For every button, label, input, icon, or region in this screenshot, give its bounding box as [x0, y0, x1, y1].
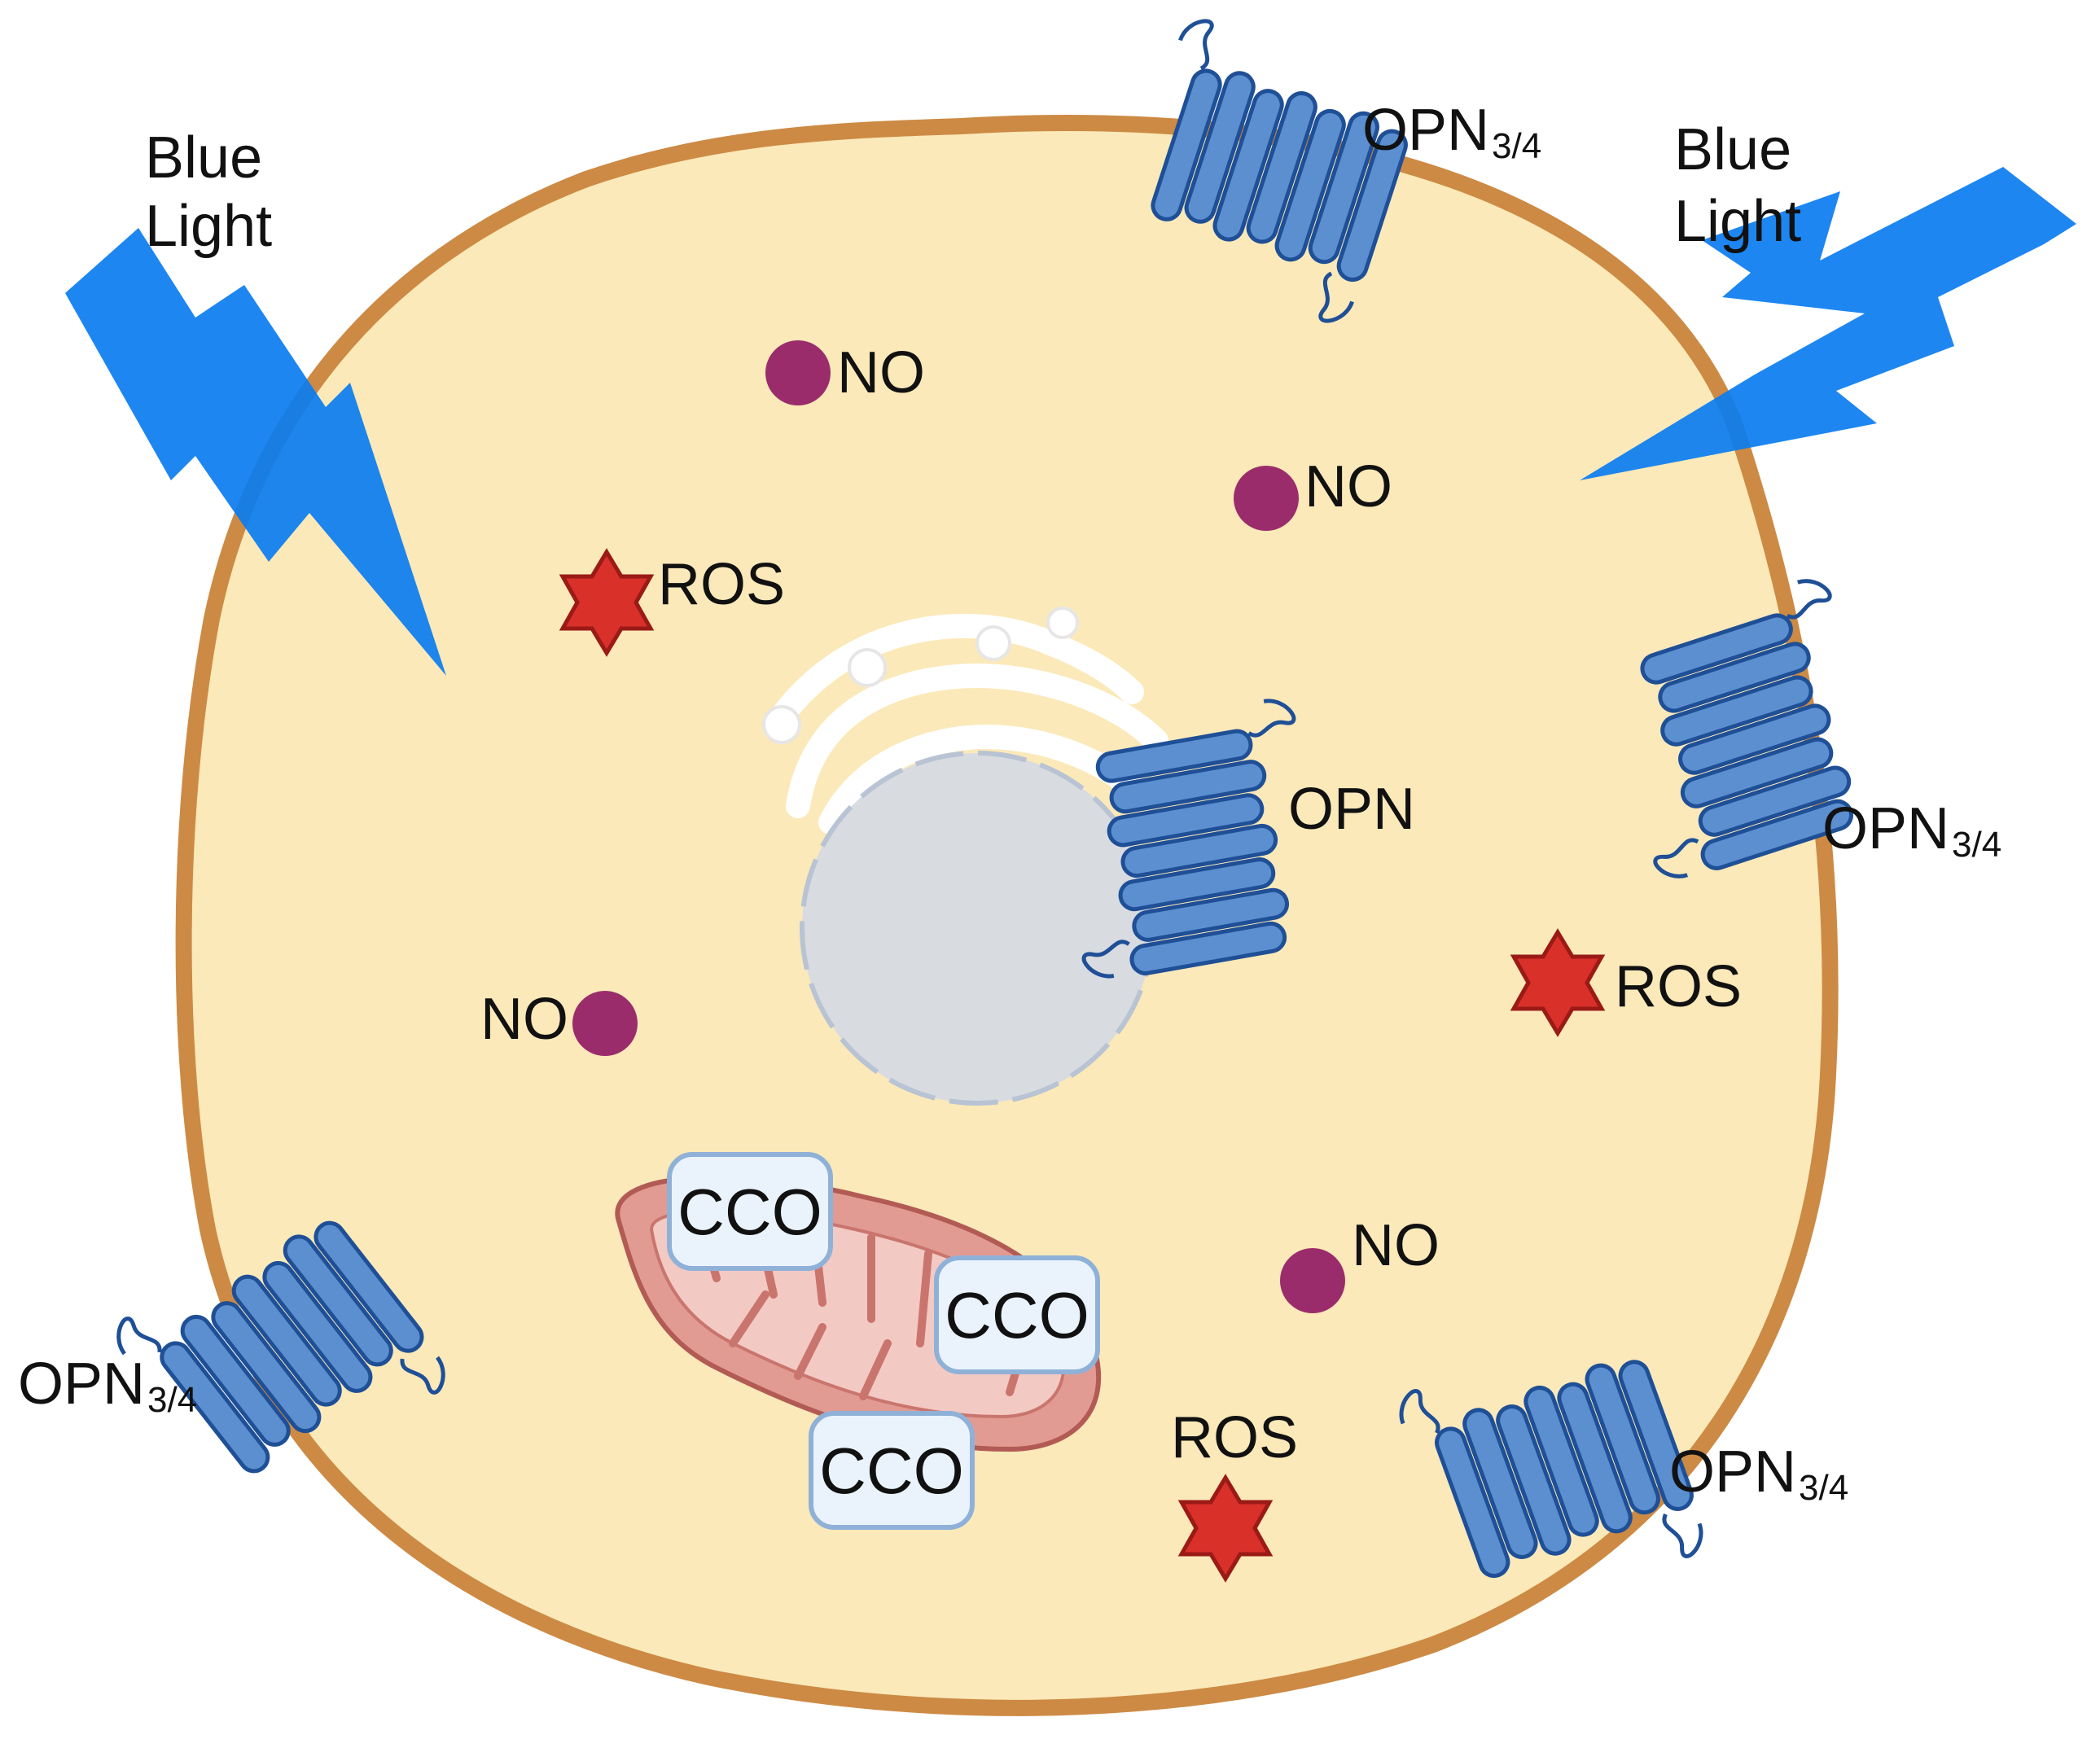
nitric-oxide-icon-3: [572, 991, 638, 1056]
opn-label-nucleus: OPN: [1288, 777, 1415, 842]
ros-label-2: ROS: [1615, 954, 1742, 1019]
svg-text:OPN: OPN: [1669, 1439, 1796, 1505]
svg-text:3/4: 3/4: [1952, 825, 2001, 865]
no-label-1: NO: [837, 340, 925, 405]
cco-label-2: CCO: [945, 1279, 1089, 1352]
cco-box-3: CCO: [809, 1411, 975, 1530]
svg-text:3/4: 3/4: [147, 1380, 197, 1420]
blue-light-right-line2: Light: [1674, 189, 1801, 254]
golgi-icon: [769, 613, 1168, 835]
svg-text:3/4: 3/4: [1492, 126, 1541, 166]
nucleus-icon: [800, 751, 1155, 1106]
ros-label-1: ROS: [658, 552, 785, 617]
opn-label-bottom-left: OPN 3/4: [18, 1352, 197, 1420]
cco-label-3: CCO: [819, 1435, 964, 1507]
opn-label-bottom-right: OPN 3/4: [1669, 1439, 1848, 1508]
ros-star-icon-3: [1177, 1474, 1274, 1583]
cco-box-1: CCO: [667, 1152, 833, 1271]
blue-light-left-line2: Light: [145, 194, 272, 259]
cco-box-2: CCO: [934, 1255, 1100, 1374]
cco-label-1: CCO: [677, 1176, 822, 1248]
svg-text:OPN: OPN: [1362, 98, 1489, 163]
blue-light-right-line1: Blue: [1674, 117, 1791, 182]
nitric-oxide-icon-2: [1234, 466, 1299, 531]
ros-star-icon-1: [559, 548, 655, 657]
opn-label-top: OPN 3/4: [1362, 98, 1541, 166]
no-label-4: NO: [1352, 1213, 1440, 1278]
golgi-vesicles: [762, 607, 1079, 744]
svg-text:OPN: OPN: [18, 1352, 145, 1417]
no-label-2: NO: [1304, 454, 1392, 519]
nitric-oxide-icon-1: [765, 340, 831, 405]
opn-label-right: OPN 3/4: [1822, 796, 2001, 865]
svg-text:3/4: 3/4: [1799, 1468, 1848, 1508]
ros-star-icon-2: [1510, 928, 1606, 1037]
svg-text:OPN: OPN: [1822, 796, 1949, 861]
lightning-icon-right: [1580, 167, 2076, 480]
blue-light-left-line1: Blue: [145, 125, 262, 191]
no-label-3: NO: [480, 987, 568, 1052]
nitric-oxide-icon-4: [1280, 1248, 1345, 1313]
ros-label-3: ROS: [1171, 1405, 1298, 1470]
lightning-icon-left: [65, 228, 446, 676]
